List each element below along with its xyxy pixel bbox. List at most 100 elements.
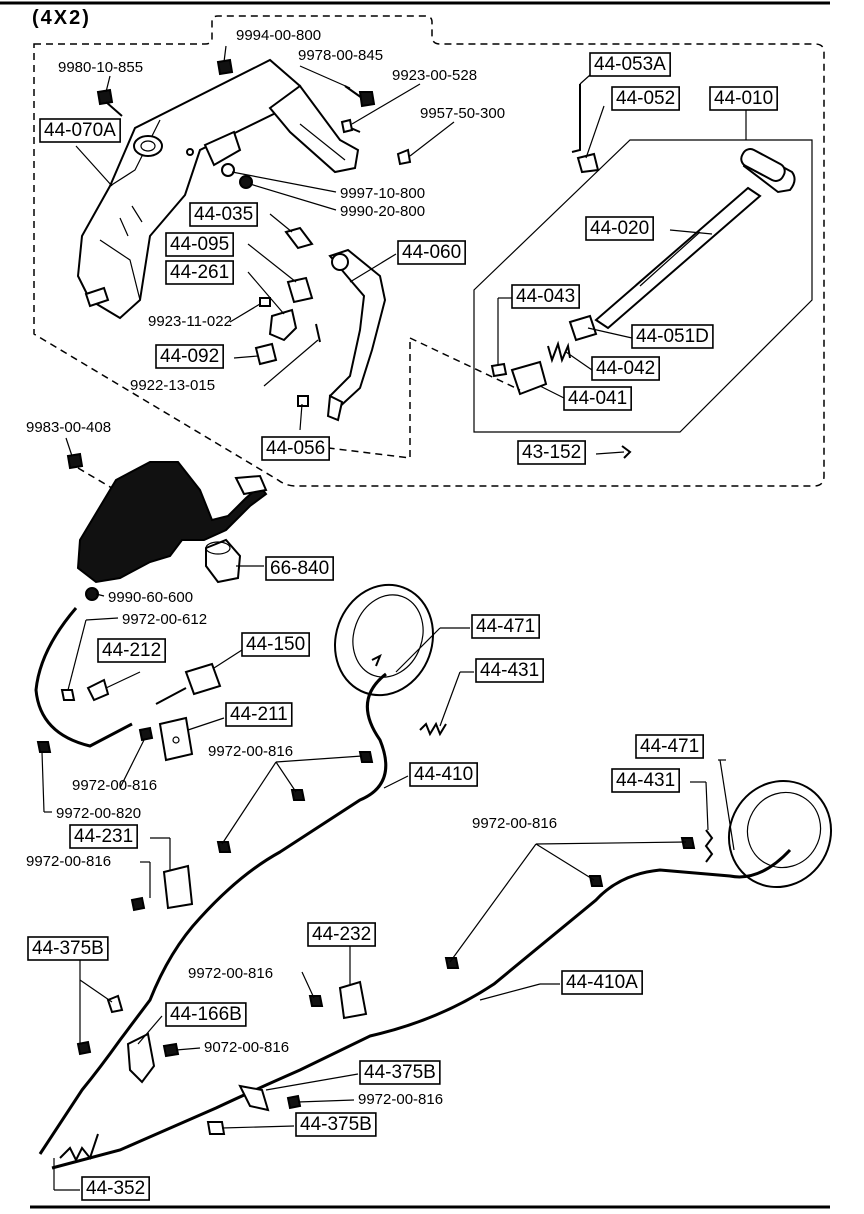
part-label-text: 9994-00-800 — [236, 27, 321, 44]
part-label-9957-50-300: 9957-50-300 — [420, 105, 505, 122]
switch-44-095 — [286, 276, 314, 304]
spring-44-352 — [59, 1133, 99, 1163]
part-label-text: 9957-50-300 — [420, 105, 505, 122]
clip-44-212 — [86, 678, 110, 702]
part-label-44-053A: 44-053A — [589, 52, 671, 77]
part-label-text: 9072-00-816 — [204, 1039, 289, 1056]
part-label-box — [359, 1060, 441, 1085]
part-label-44-431b: 44-431 — [611, 768, 680, 793]
part-label-9983-00-408: 9983-00-408 — [26, 419, 111, 436]
part-label-44-070A: 44-070A — [39, 118, 121, 143]
bracket-44-231 — [162, 864, 194, 910]
part-label-box — [591, 356, 660, 381]
part-label-9980-10-855: 9980-10-855 — [58, 59, 143, 76]
pedal-support-arm — [268, 84, 360, 174]
part-label-box — [611, 768, 680, 793]
part-label-text: 44-375B — [364, 1062, 436, 1083]
part-label-text: 9997-10-800 — [340, 185, 425, 202]
part-label-text: 44-092 — [160, 346, 219, 367]
part-label-44-042: 44-042 — [591, 356, 660, 381]
part-label-box — [409, 762, 478, 787]
part-label-9922-13-015: 9922-13-015 — [130, 377, 215, 394]
part-label-9972-00-816d: 9972-00-816 — [26, 853, 111, 870]
part-label-text: 44-043 — [516, 286, 575, 307]
part-label-text: 44-352 — [86, 1178, 145, 1199]
front-cable — [34, 607, 133, 748]
part-label-9972-00-816b: 9972-00-816 — [72, 777, 157, 794]
clip-44-375B-mid — [238, 1084, 302, 1112]
spring-44-431-right — [419, 721, 447, 737]
part-label-text: 9972-00-816 — [208, 743, 293, 760]
part-label-text: 9972-00-816 — [358, 1091, 443, 1108]
part-label-text: 9972-00-820 — [56, 805, 141, 822]
connector-dashed-lever — [409, 337, 521, 391]
part-label-44-041: 44-041 — [563, 386, 632, 411]
ratchet-44-041 — [510, 360, 548, 396]
part-label-text: 9972-00-816 — [188, 965, 273, 982]
part-label-box — [265, 556, 334, 581]
part-label-text: 43-152 — [522, 442, 581, 463]
screw-9923-11-022 — [259, 297, 271, 307]
part-label-44-431a: 44-431 — [475, 658, 544, 683]
part-label-9972-00-612: 9972-00-612 — [122, 611, 207, 628]
part-label-44-410: 44-410 — [409, 762, 478, 787]
part-label-44-261: 44-261 — [165, 260, 234, 285]
part-label-text: 44-471 — [640, 736, 699, 757]
part-label-box — [225, 702, 293, 727]
part-label-44-211: 44-211 — [225, 702, 293, 727]
part-label-box — [97, 638, 166, 663]
part-label-text: 9983-00-408 — [26, 419, 111, 436]
part-label-box — [585, 216, 654, 241]
boot-66-840 — [205, 538, 242, 584]
rear-drum-left — [727, 779, 833, 889]
equalizer-44-150 — [155, 662, 222, 705]
part-label-text: 9923-00-528 — [392, 67, 477, 84]
bolt-9972-00-612 — [60, 689, 76, 701]
spring-44-042 — [547, 340, 571, 364]
part-label-text: 44-232 — [312, 924, 371, 945]
bolt-9923-00-528 — [340, 118, 361, 134]
part-label-text: 44-056 — [266, 438, 325, 459]
part-label-box — [165, 260, 234, 285]
part-label-box — [397, 240, 466, 265]
part-label-text: 44-052 — [616, 88, 675, 109]
part-label-9997-10-800: 9997-10-800 — [340, 185, 425, 202]
bolt-9978-00-845 — [344, 85, 376, 108]
part-label-box — [635, 734, 704, 759]
bolts-9972-00-816-410A — [444, 837, 696, 969]
clip-44-471-right — [371, 653, 382, 667]
part-label-box — [295, 1112, 377, 1137]
part-label-44-232: 44-232 — [307, 922, 376, 947]
pin-9922-13-015 — [315, 323, 321, 343]
part-label-text: 44-095 — [170, 234, 229, 255]
part-label-text: 9972-00-816 — [26, 853, 111, 870]
part-label-text: 9980-10-855 — [58, 59, 143, 76]
clip-44-375B-left — [76, 994, 124, 1056]
part-label-text: 44-150 — [246, 634, 305, 655]
part-label-box — [589, 52, 671, 77]
part-label-box — [631, 324, 714, 349]
part-label-box — [561, 970, 643, 995]
part-label-box — [81, 1176, 150, 1201]
part-label-box — [517, 440, 586, 465]
clip-44-471-left — [719, 759, 735, 851]
part-label-box — [611, 86, 680, 111]
part-label-44-166B: 44-166B — [165, 1002, 247, 1027]
front-lever-housing — [76, 461, 268, 584]
clip-44-053A — [571, 84, 581, 153]
console-bracket-44-070A — [76, 58, 302, 320]
part-label-box — [471, 614, 540, 639]
nut-44-092 — [254, 342, 278, 366]
part-label-9072-00-816: 9072-00-816 — [204, 1039, 289, 1056]
part-label-text: 44-410 — [414, 764, 473, 785]
part-label-text: 44-035 — [194, 204, 253, 225]
pin-43-152 — [621, 445, 632, 459]
part-label-box — [241, 632, 310, 657]
bolt-9072-00-816 — [162, 1042, 180, 1058]
part-label-44-212: 44-212 — [97, 638, 166, 663]
part-label-text: 44-060 — [402, 242, 461, 263]
connector-dashed-pedal — [279, 340, 411, 459]
part-label-9923-11-022: 9923-11-022 — [148, 313, 232, 330]
rear-drum-right — [333, 583, 435, 697]
